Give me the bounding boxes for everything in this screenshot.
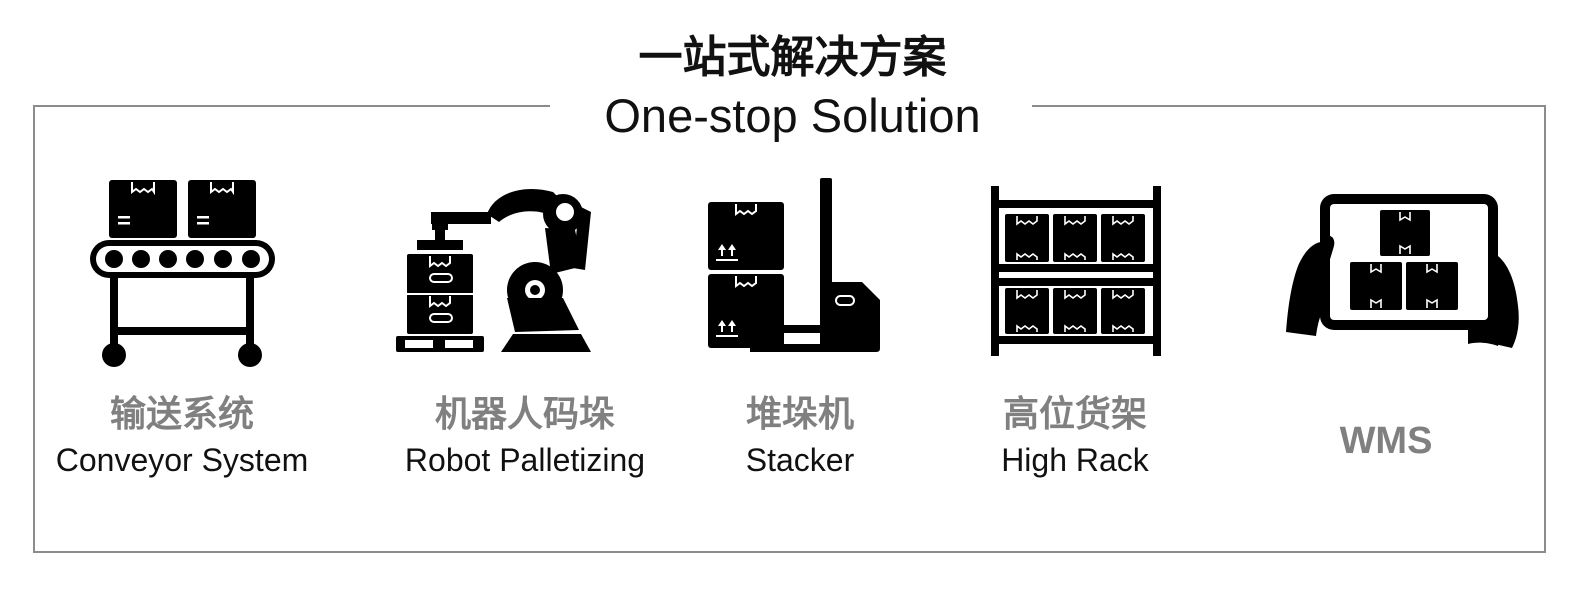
item-label-zh: 高位货架 bbox=[1002, 394, 1147, 435]
item-label-zh: 堆垛机 bbox=[745, 394, 854, 435]
item-label-en: Robot Palletizing bbox=[404, 442, 646, 478]
item-label-zh: 输送系统 bbox=[109, 394, 254, 435]
stacker-icon bbox=[708, 178, 880, 352]
item-label-en: Stacker bbox=[745, 442, 855, 478]
robot-arm-icon bbox=[396, 188, 591, 352]
item-label-en: Conveyor System bbox=[55, 442, 309, 478]
page-title-zh: 一站式解决方案 bbox=[638, 32, 947, 83]
page-title-en: One-stop Solution bbox=[604, 89, 981, 142]
item-label-en: High Rack bbox=[1001, 442, 1149, 478]
high-rack-icon bbox=[991, 186, 1161, 356]
tablet-boxes-icon bbox=[1286, 194, 1519, 348]
conveyor-icon bbox=[90, 180, 275, 367]
item-label-wms: WMS bbox=[1339, 420, 1433, 462]
item-label-zh: 机器人码垛 bbox=[434, 394, 615, 435]
title-gap bbox=[550, 90, 1032, 130]
